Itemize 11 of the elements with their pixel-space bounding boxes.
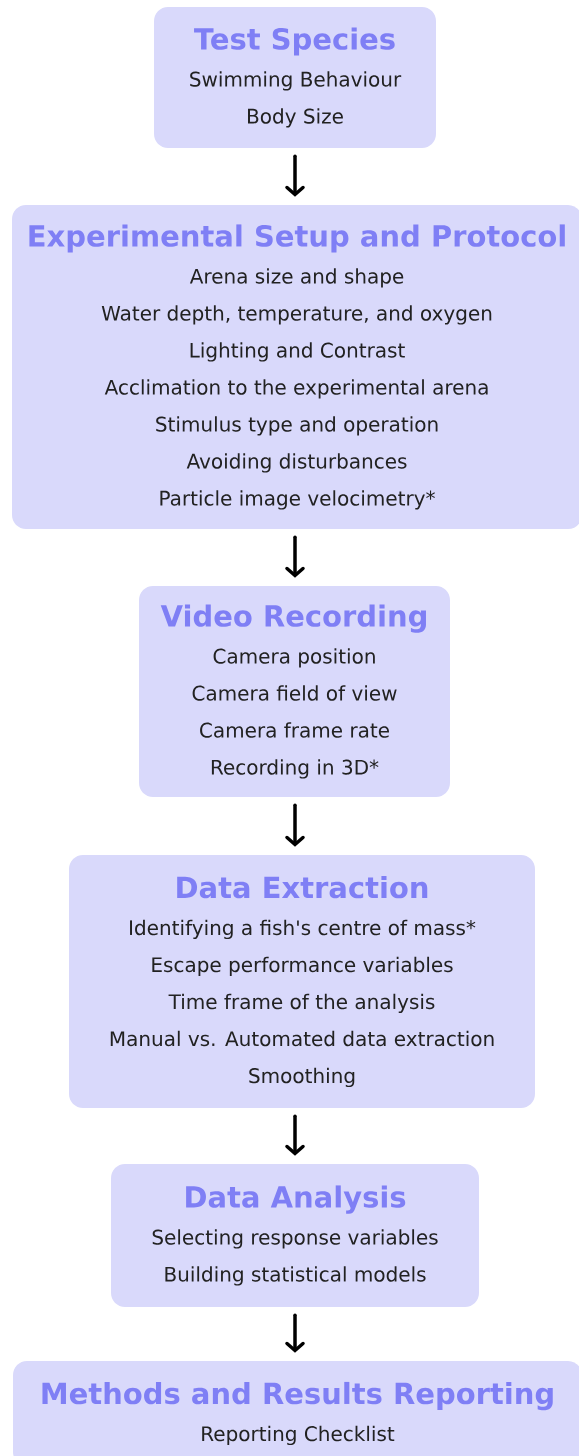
process-box: Methods and Results Reporting Reporting Checklist [13, 1361, 579, 1456]
process-box: Data Analysis Selecting response variables Building statistical models [111, 1164, 479, 1307]
process-box: Test Species Swimming Behaviour Body Size [154, 7, 436, 148]
arrow [285, 154, 305, 197]
process-box: Experimental Setup and Protocol Arena size and shape Water depth, temperature, and oxygen Lighting and Contrast Acclimation to the experimental arena Stimulus type and operation Avoiding disturbances Particle image velocimetry* [12, 205, 579, 529]
arrow [285, 535, 305, 578]
process-box: Data Extraction Identifying a fish's centre of mass* Escape performance variables Time frame of the analysis Manual vs. Automated data extraction Smoothing [69, 855, 535, 1108]
process-box: Video Recording Camera position Camera field of view Camera frame rate Recording in 3D* [139, 586, 450, 797]
arrow [285, 803, 305, 847]
arrow [285, 1114, 305, 1156]
arrow [285, 1313, 305, 1353]
